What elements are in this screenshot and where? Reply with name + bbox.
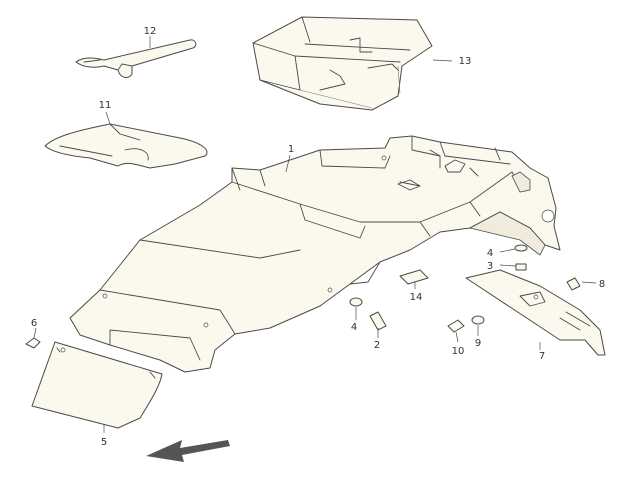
callout-2: 2 xyxy=(374,340,380,351)
callout-13: 13 xyxy=(459,56,472,67)
callout-3: 3 xyxy=(487,261,493,272)
part-6-clip xyxy=(25,337,41,349)
part-11-cover xyxy=(44,123,208,169)
callout-4-lower: 4 xyxy=(351,322,357,333)
callout-9: 9 xyxy=(475,338,481,349)
fasteners xyxy=(349,244,581,333)
callout-14: 14 xyxy=(410,292,423,303)
callout-8: 8 xyxy=(599,279,605,290)
part-12-tool xyxy=(75,39,197,78)
callout-labels: 1 2 3 4 4 5 6 7 8 9 10 11 12 13 14 xyxy=(31,26,605,448)
callout-7: 7 xyxy=(539,351,545,362)
callout-4-upper: 4 xyxy=(487,248,493,259)
callout-11: 11 xyxy=(99,100,112,111)
part-7-bracket xyxy=(465,269,606,356)
part-5-mudguard xyxy=(31,341,163,429)
part-13-tray xyxy=(252,16,433,111)
callout-6: 6 xyxy=(31,318,37,329)
callout-10: 10 xyxy=(452,346,465,357)
callout-1: 1 xyxy=(288,144,294,155)
part-14-pad xyxy=(399,269,429,285)
front-direction-arrow-icon xyxy=(146,440,230,462)
callout-12: 12 xyxy=(144,26,157,37)
leader-lines xyxy=(33,36,597,433)
part-1-rear-fender xyxy=(69,135,561,373)
callout-5: 5 xyxy=(101,437,107,448)
